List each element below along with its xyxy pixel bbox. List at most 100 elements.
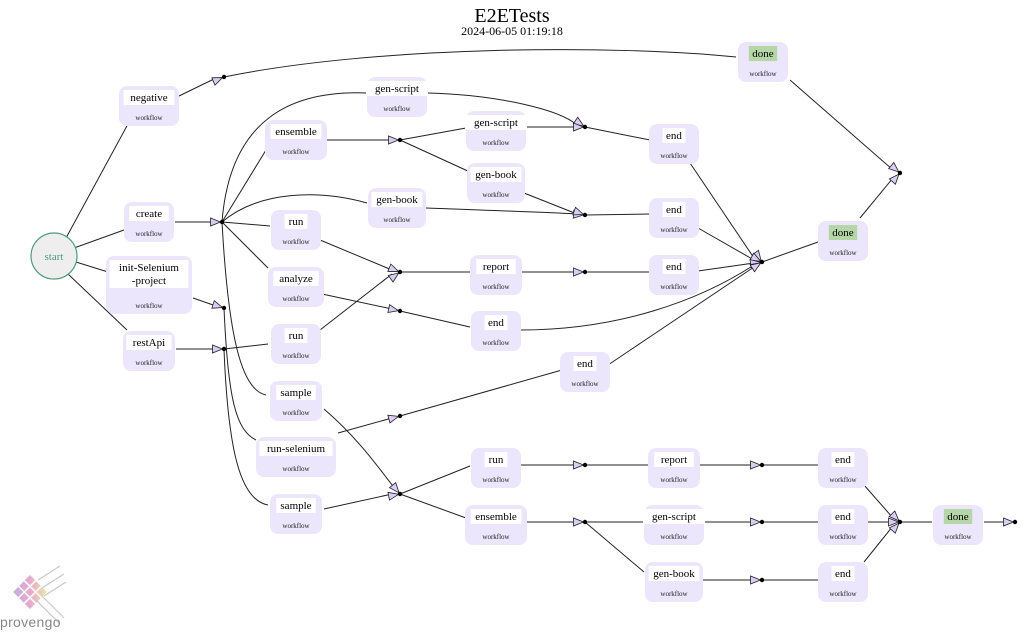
node-label: run-selenium [267, 443, 325, 455]
node-type-label: workflow [660, 226, 688, 234]
done-highlight [828, 225, 858, 240]
node-label: restApi [133, 337, 165, 349]
label-background [366, 81, 428, 96]
label-background [123, 90, 175, 105]
arrowhead-icon [573, 267, 585, 277]
arrowhead-icon [211, 299, 224, 309]
edge [607, 266, 755, 366]
edge [863, 484, 894, 519]
node-box [649, 255, 699, 295]
arrowhead-icon [210, 217, 222, 227]
edge [221, 221, 271, 227]
edge [427, 92, 578, 126]
arrowhead-icon [887, 161, 900, 173]
node-label: report [483, 261, 509, 273]
diagram-timestamp: 2024-06-05 01:19:18 [461, 24, 563, 38]
node-type-label: workflow [482, 339, 510, 347]
label-background [654, 452, 694, 467]
arrowhead-icon [573, 122, 585, 132]
node-label: init-Selenium [119, 262, 179, 274]
edges-layer [65, 49, 1018, 585]
junction-dot [397, 137, 403, 143]
edge [321, 293, 393, 310]
junction-dot [582, 269, 588, 275]
start-label: start [45, 251, 64, 263]
node-label: end [577, 358, 593, 370]
arrowhead-icon [888, 173, 900, 185]
junction-dot [221, 305, 227, 311]
node-type-label: workflow [829, 476, 857, 484]
label-background [126, 335, 172, 350]
arrowhead-icon [1003, 517, 1015, 527]
node-box [649, 124, 699, 164]
edge [221, 221, 269, 269]
node-runsel[interactable]: run-selenium workflow [256, 437, 336, 477]
node-label: sample [280, 500, 311, 512]
node-type-label: workflow [482, 191, 510, 199]
start-circle [30, 232, 78, 280]
label-background [476, 259, 516, 274]
edge [399, 465, 471, 495]
node-type-label: workflow [282, 238, 310, 246]
junction-dot [582, 124, 588, 130]
label-background [276, 385, 316, 400]
label-background [648, 566, 700, 581]
node-type-label: workflow [135, 302, 163, 310]
arrowhead-icon [750, 460, 762, 470]
arrowhead-icon [387, 491, 400, 501]
edge [337, 417, 393, 434]
node-box [471, 448, 521, 488]
node-type-label: workflow [829, 533, 857, 541]
node-type-label: workflow [829, 249, 857, 257]
label-background [831, 452, 855, 467]
node-box [471, 311, 521, 351]
node-label: done [752, 48, 774, 60]
junction-dot [397, 491, 403, 497]
arrowhead-icon [572, 206, 585, 216]
junction-dot [219, 219, 225, 225]
node-box [560, 352, 610, 392]
node-type-label: workflow [282, 409, 310, 417]
node-sample1[interactable]: sample workflow [270, 381, 322, 421]
node-type-label: workflow [660, 152, 688, 160]
label-background [831, 566, 855, 581]
node-label: -project [132, 275, 166, 287]
node-type-label: workflow [282, 465, 310, 473]
arrowhead-icon [888, 517, 900, 527]
edge [697, 227, 755, 261]
edge [519, 264, 755, 331]
edge [399, 369, 563, 417]
node-init[interactable]: init-Selenium-project workflow [106, 256, 192, 314]
node-label: sample [280, 387, 311, 399]
node-start[interactable]: start [30, 232, 78, 280]
